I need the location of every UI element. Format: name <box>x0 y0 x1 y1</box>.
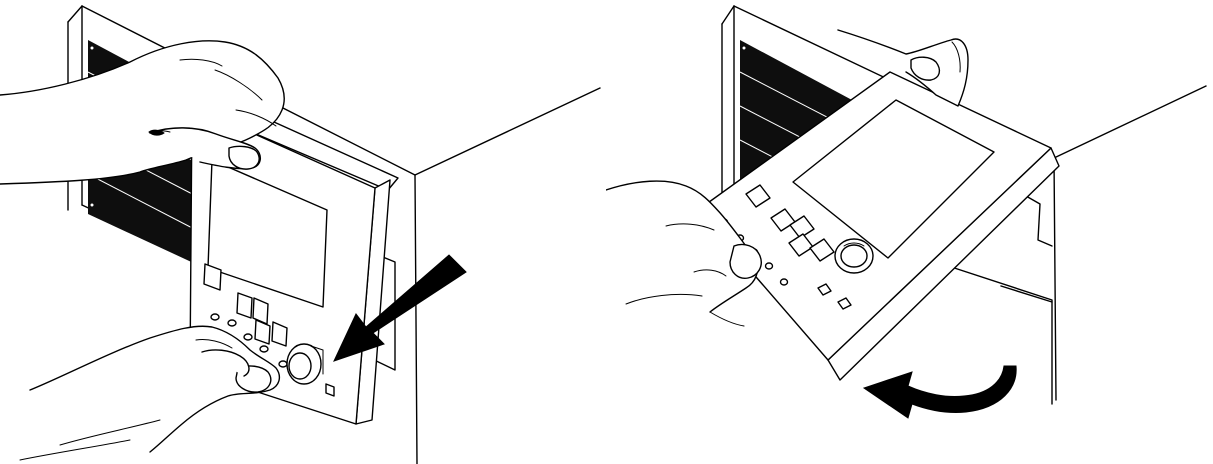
left-illustration <box>0 5 601 464</box>
hand-holding-top-icon <box>837 29 969 107</box>
round-key-1 <box>210 313 220 321</box>
panel-screen <box>207 159 328 308</box>
rotary-knob <box>834 238 874 274</box>
small-square-key-2 <box>837 297 852 310</box>
rack-side-edge <box>1053 85 1207 159</box>
hand-holding-top-icon <box>0 40 286 185</box>
rack-corner-edge <box>414 174 418 464</box>
panel-button-d <box>254 319 271 345</box>
hand-pulling-panel-icon <box>606 180 762 327</box>
small-square-key <box>325 383 335 397</box>
round-key-5 <box>779 278 789 286</box>
round-key-5 <box>278 360 288 368</box>
small-square-key-1 <box>817 283 832 296</box>
panel-button-a <box>203 263 222 291</box>
panel-button-e <box>271 321 288 347</box>
hand-pressing-knob-icon <box>19 325 281 461</box>
panel-right-swing-out <box>606 0 1213 464</box>
panel-screen <box>792 99 995 259</box>
instrument-panel <box>697 71 1060 381</box>
round-key-4 <box>259 345 269 353</box>
right-illustration <box>606 5 1207 419</box>
rack-corner-edge <box>1053 157 1057 401</box>
panel-button-e <box>809 238 835 262</box>
rack-opening <box>935 195 1053 405</box>
arrow-pointing-at-knob-icon <box>333 254 467 362</box>
panel-left-release <box>0 0 606 464</box>
rotary-knob <box>286 343 324 385</box>
panel-button-c <box>789 215 815 239</box>
round-key-2 <box>227 319 237 327</box>
panel-button-a <box>745 184 771 208</box>
rack-top-corner <box>721 5 735 25</box>
round-key-4 <box>764 262 774 270</box>
panel-button-b <box>236 292 253 319</box>
rack-side-edge <box>414 87 601 176</box>
round-key-3 <box>243 333 253 341</box>
curved-rotate-arrow-icon <box>862 365 1017 419</box>
